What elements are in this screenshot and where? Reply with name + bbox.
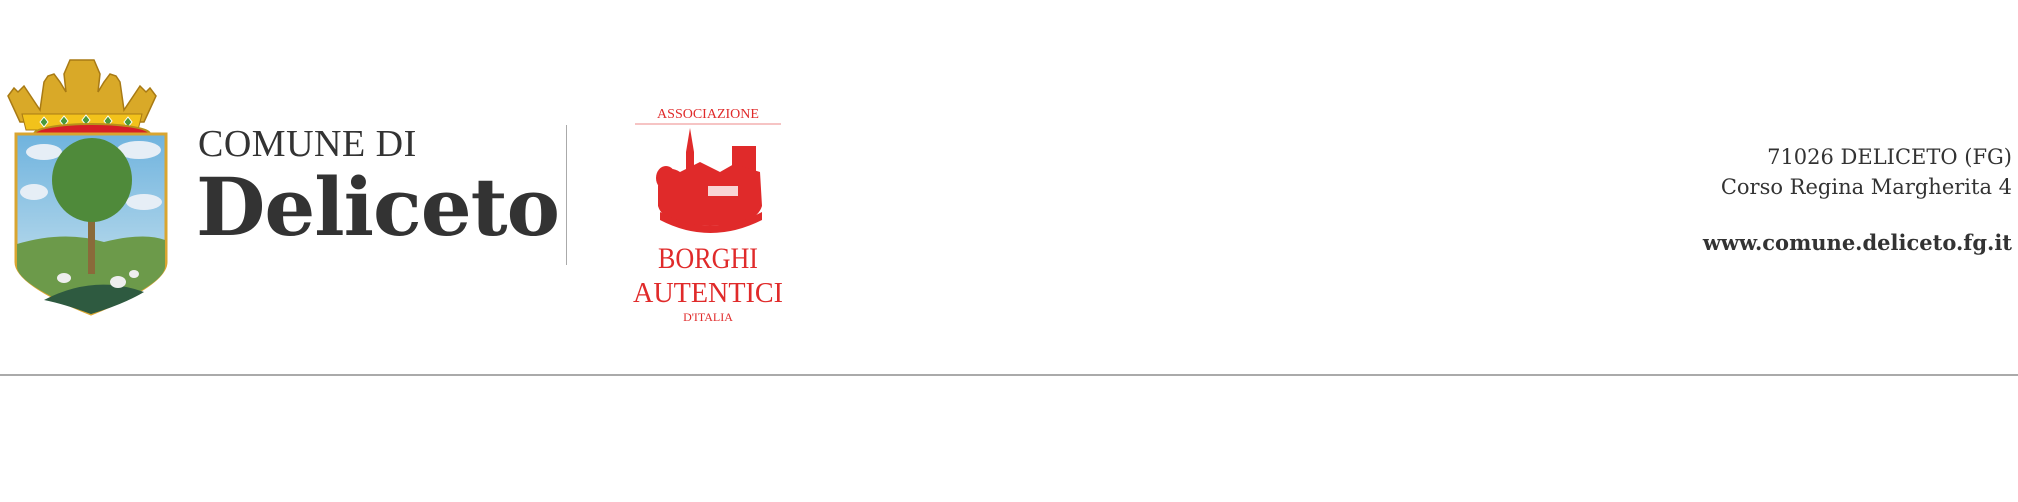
vertical-divider (566, 125, 567, 265)
borghi-logo-line2: AUTENTICI (633, 278, 783, 309)
borghi-logo-line1: BORGHI (658, 242, 758, 275)
address-line-2: Corso Regina Margherita 4 (1720, 175, 2012, 199)
header-divider (0, 374, 2018, 376)
borghi-logo-line3: D'ITALIA (683, 310, 733, 324)
borghi-logo-top: ASSOCIAZIONE (657, 107, 759, 122)
borghi-autentici-logo: ASSOCIAZIONE BORGHI AUTENTICI D'ITALIA (633, 107, 783, 324)
shield-icon (14, 132, 168, 316)
village-icon (656, 128, 762, 233)
municipality-name: Deliceto (196, 160, 560, 254)
address-line-1: 71026 DELICETO (FG) (1767, 145, 2012, 169)
website-link[interactable]: www.comune.deliceto.fg.it (1702, 230, 2012, 255)
coat-of-arms-logo (7, 59, 168, 316)
municipality-prefix: COMUNE DI (198, 123, 417, 165)
crown-icon (7, 59, 157, 145)
